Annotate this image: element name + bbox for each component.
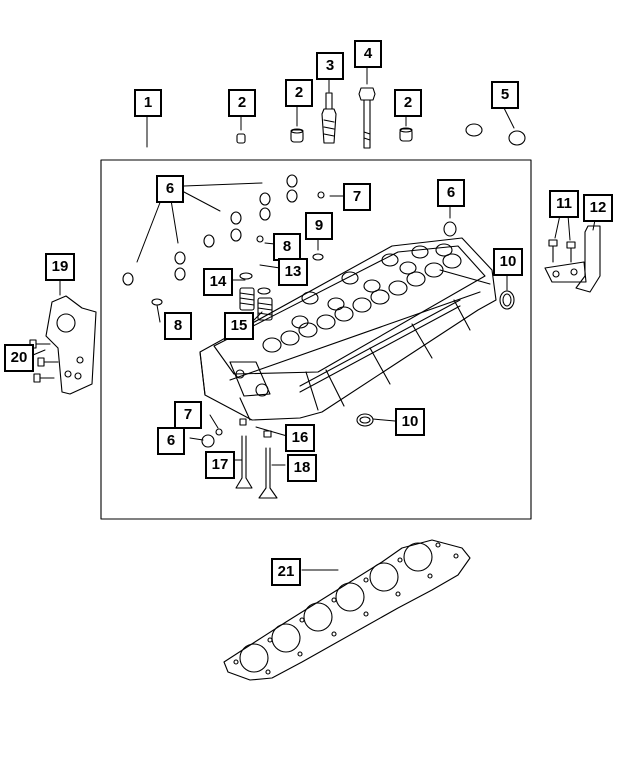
callout-20: 20 — [4, 344, 34, 372]
callout-6b: 6 — [437, 179, 465, 207]
callout-16: 16 — [285, 424, 315, 452]
callout-5: 5 — [491, 81, 519, 109]
bolts-part-11 — [548, 239, 576, 263]
lifting-bracket — [45, 295, 97, 395]
callout-10b: 10 — [395, 408, 425, 436]
bracket-part-12 — [544, 225, 601, 293]
callout-17: 17 — [205, 451, 235, 479]
dowel-pin-left — [290, 128, 304, 143]
callout-1: 1 — [134, 89, 162, 117]
assembly-frame — [100, 159, 532, 520]
bracket-bolts — [29, 339, 59, 383]
callout-9: 9 — [305, 212, 333, 240]
callout-21: 21 — [271, 558, 301, 586]
head-bolt-part-4 — [358, 87, 376, 149]
valve-stem-seals — [122, 174, 457, 448]
callout-2a: 2 — [228, 89, 256, 117]
exhaust-valve — [258, 447, 278, 499]
callout-7b: 7 — [174, 401, 202, 429]
cylinder-head-bolt-dowel — [236, 133, 246, 144]
callout-13: 13 — [278, 258, 308, 286]
callout-18: 18 — [287, 454, 317, 482]
callout-2c: 2 — [394, 89, 422, 117]
callout-11: 11 — [549, 190, 579, 218]
callout-8b: 8 — [164, 312, 192, 340]
callout-2b: 2 — [285, 79, 313, 107]
valve-keepers — [239, 418, 272, 438]
callout-14: 14 — [203, 268, 233, 296]
callout-12: 12 — [583, 194, 613, 222]
seal-rings — [356, 290, 515, 427]
callout-3: 3 — [316, 52, 344, 80]
callout-7a: 7 — [343, 183, 371, 211]
dowel-pin-right — [399, 127, 413, 142]
callout-15: 15 — [224, 312, 254, 340]
callout-6c: 6 — [157, 427, 185, 455]
callout-8a: 8 — [273, 233, 301, 261]
plug-part-5 — [465, 123, 526, 146]
cylinder-head-casting — [199, 237, 497, 421]
rocker-valve-train — [262, 243, 462, 353]
intake-valve — [235, 435, 253, 489]
callout-10a: 10 — [493, 248, 523, 276]
callout-6a: 6 — [156, 175, 184, 203]
callout-19: 19 — [45, 253, 75, 281]
small-washers — [151, 191, 325, 436]
head-gasket — [223, 539, 471, 681]
stud-part-3 — [321, 92, 337, 144]
valve-springs — [239, 272, 273, 321]
callout-4: 4 — [354, 40, 382, 68]
